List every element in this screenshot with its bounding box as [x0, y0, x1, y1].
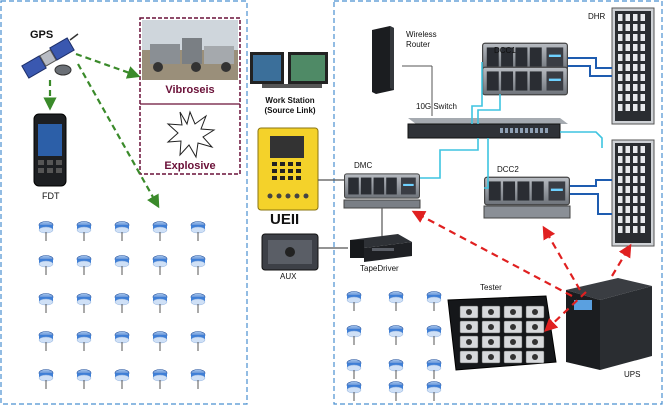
geophone-sensor-icon: [426, 291, 442, 312]
geophone-sensor-icon: [152, 255, 168, 276]
geophone-sensor-icon: [152, 369, 168, 390]
geophone-sensor-icon: [76, 331, 92, 352]
network-switch-icon: [407, 118, 568, 139]
dcc2-server-lower: [483, 205, 571, 219]
geophone-sensor-icon: [346, 325, 362, 346]
explosive-label: Explosive: [164, 160, 216, 172]
geophone-sensor-icon: [152, 221, 168, 242]
wireless-router-label-line1: Wireless: [406, 30, 437, 39]
geophone-sensor-icon: [38, 331, 54, 352]
left-region-border: [0, 0, 248, 405]
encoder-unit-icon: [257, 127, 319, 211]
geophone-sensor-icon: [190, 293, 206, 314]
geophone-sensor-icon: [114, 293, 130, 314]
geophone-sensor-icon: [346, 359, 362, 380]
dcc1-label: DCC1: [494, 46, 516, 55]
workstation-label-line2: (Source Link): [264, 106, 316, 115]
workstation-label-line1: Work Station: [265, 96, 315, 105]
geophone-sensor-icon: [38, 221, 54, 242]
vibroseis-truck-photo: [142, 20, 238, 80]
network-links: [381, 57, 612, 236]
geophone-sensor-icon: [388, 291, 404, 312]
geophone-sensor-icon: [152, 293, 168, 314]
dcc2-label: DCC2: [497, 165, 519, 174]
geophone-sensor-icon: [388, 325, 404, 346]
geophone-sensor-icon: [190, 331, 206, 352]
wireless-router-label-line2: Router: [406, 40, 431, 49]
geophone-sensor-icon: [38, 293, 54, 314]
geophone-sensor-icon: [190, 221, 206, 242]
tester-label: Tester: [480, 283, 502, 292]
explosion-star-icon: [166, 110, 216, 159]
geophone-sensor-icon: [76, 255, 92, 276]
ups-label: UPS: [624, 370, 641, 379]
geophone-sensor-icon: [114, 369, 130, 390]
aux-label: AUX: [280, 272, 297, 281]
geophone-sensor-icon: [426, 359, 442, 380]
geophone-sensor-icon: [190, 255, 206, 276]
geophone-sensor-icon: [114, 255, 130, 276]
vibroseis-label: Vibroseis: [165, 84, 215, 96]
ueii-label: UEII: [270, 211, 300, 228]
dmc-label: DMC: [354, 161, 373, 170]
geophone-sensor-icon: [38, 255, 54, 276]
geophone-sensor-icon: [426, 325, 442, 346]
handheld-device-icon: [33, 113, 67, 187]
tapedriver-label: TapeDriver: [360, 264, 399, 273]
tape-drive-icon: [350, 234, 412, 262]
tester-tray-icon: [447, 295, 557, 371]
gps-label: GPS: [30, 29, 54, 41]
right-region-border: [333, 0, 663, 405]
geophone-sensor-icon: [152, 331, 168, 352]
router-icon: [372, 26, 394, 94]
dmc-server-icon: [344, 173, 420, 199]
dhr-label: DHR: [588, 12, 606, 21]
left-sensor-array: [38, 221, 206, 390]
geophone-sensor-icon: [190, 369, 206, 390]
geophone-sensor-icon: [388, 359, 404, 380]
data-rack-icon-lower: [611, 139, 655, 247]
geophone-sensor-icon: [346, 291, 362, 312]
geophone-sensor-icon: [346, 381, 362, 402]
geophone-sensor-icon: [426, 381, 442, 402]
aux-unit-icon: [261, 233, 319, 271]
gps-arrows: [43, 52, 160, 209]
dmc-server-lower: [343, 199, 421, 209]
geophone-sensor-icon: [76, 369, 92, 390]
fdt-label: FDT: [42, 191, 60, 201]
geophone-sensor-icon: [114, 221, 130, 242]
dual-monitor-icon: [250, 52, 328, 88]
right-sensor-array: [346, 291, 442, 402]
satellite-icon: [21, 33, 79, 79]
ups-icon: [566, 278, 652, 370]
geophone-sensor-icon: [76, 221, 92, 242]
ups-power-arrows: [411, 210, 632, 332]
geophone-sensor-icon: [76, 293, 92, 314]
geophone-sensor-icon: [38, 369, 54, 390]
geophone-sensor-icon: [388, 381, 404, 402]
geophone-sensor-icon: [114, 331, 130, 352]
data-rack-icon: [611, 7, 655, 125]
switch-label: 10G Switch: [416, 102, 457, 111]
dcc1-server-icon-2: [482, 66, 568, 96]
dcc2-server-icon: [484, 176, 570, 206]
